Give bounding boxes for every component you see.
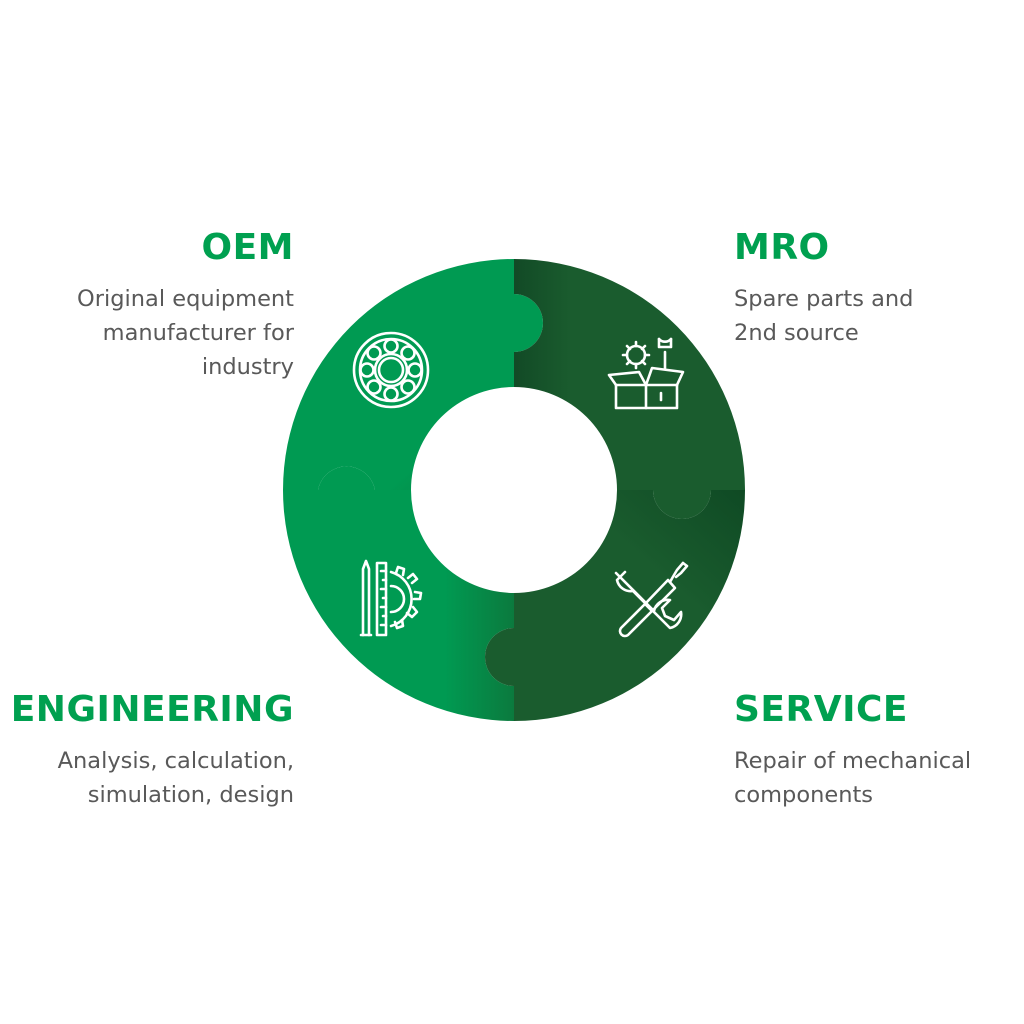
mro-title: MRO [734,227,830,268]
mro-block: MRO Spare parts and 2nd source [734,230,1024,350]
service-description: Repair of mechanical components [734,744,1024,812]
engineering-description-line: simulation, design [87,782,294,808]
segment-oem [283,259,543,490]
bearing-icon [352,331,430,409]
engineering-block: ENGINEERING Analysis, calculation, simul… [0,692,294,812]
segment-service [485,490,745,721]
service-description-line: Repair of mechanical [734,748,972,774]
engineering-title: ENGINEERING [10,689,294,730]
oem-description-line: industry [201,354,294,380]
service-title: SERVICE [734,689,909,730]
mro-description-line: Spare parts and [734,286,914,312]
oem-title: OEM [201,227,294,268]
engineering-description-line: Analysis, calculation, [57,748,294,774]
oem-description-line: manufacturer for [102,320,294,346]
service-description-line: components [734,782,874,808]
engineering-description: Analysis, calculation, simulation, desig… [0,744,294,812]
oem-description-line: Original equipment [77,286,294,312]
service-block: SERVICE Repair of mechanical components [734,692,1024,812]
segment-mro [514,259,745,519]
segment-engineering [283,466,514,721]
oem-block: OEM Original equipment manufacturer for … [0,230,294,384]
ruler-gear-icon [359,559,423,637]
oem-description: Original equipment manufacturer for indu… [0,282,294,384]
mro-description: Spare parts and 2nd source [734,282,1024,350]
mro-description-line: 2nd source [734,320,859,346]
wrench-screwdriver-icon [614,561,689,638]
toolbox-icon [607,337,685,410]
